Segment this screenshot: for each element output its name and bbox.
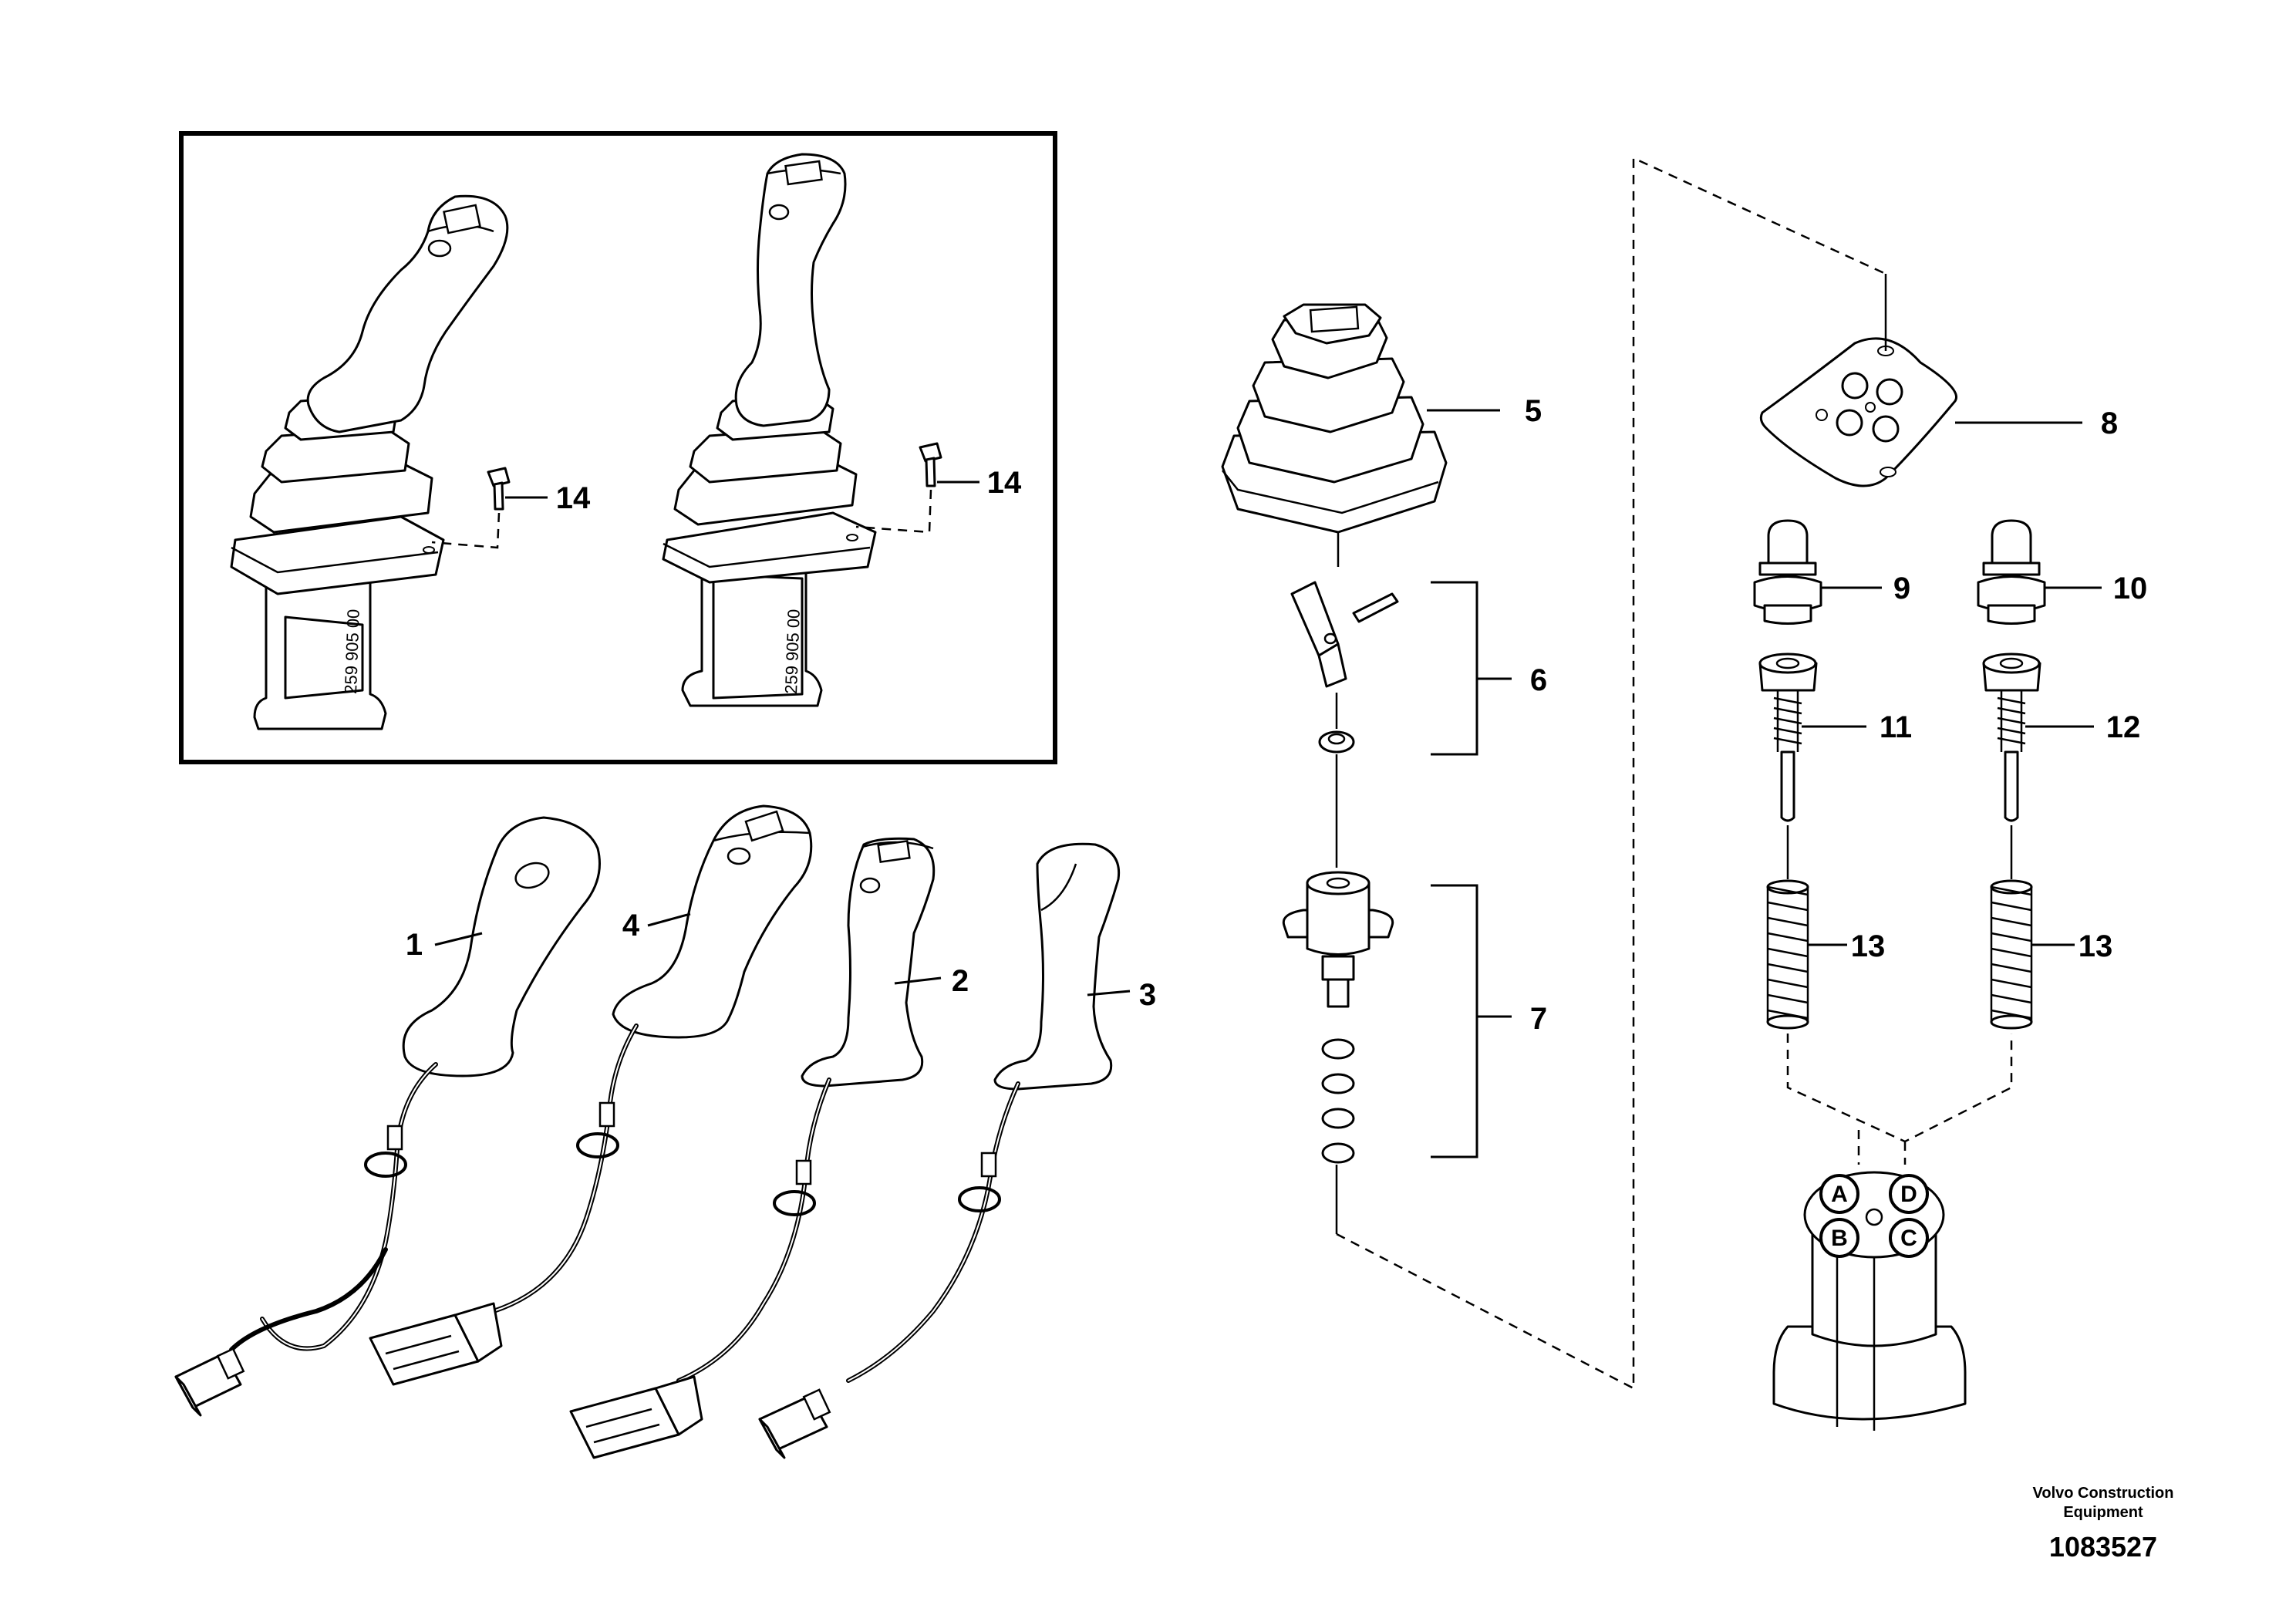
callout-13-left: 13 xyxy=(1851,929,1886,963)
handle-4 xyxy=(369,804,813,1386)
callout-3: 3 xyxy=(1139,978,1156,1012)
callout-14-right: 14 xyxy=(987,466,1022,500)
port-d-label: D xyxy=(1900,1182,1917,1207)
callout-4: 4 xyxy=(622,909,640,943)
plunger-9 xyxy=(1753,519,1822,625)
callout-12: 12 xyxy=(2106,710,2141,744)
valve-body: A D B C xyxy=(1772,1171,1967,1431)
inset-joystick-left: 259 905 00 xyxy=(230,194,511,730)
inset-box xyxy=(179,131,1057,764)
plate-8 xyxy=(1759,274,1957,487)
callout-9: 9 xyxy=(1893,572,1910,605)
spring-seat-11 xyxy=(1758,653,1818,822)
port-c-label: C xyxy=(1900,1226,1917,1251)
spring-13-right xyxy=(1990,879,2033,1030)
callout-labels: 1 4 2 3 5 6 7 8 9 10 11 12 13 13 14 14 xyxy=(406,394,2147,1036)
valve-7 xyxy=(1282,871,1394,1164)
boot-5 xyxy=(1221,303,1448,534)
callout-10: 10 xyxy=(2113,572,2148,605)
callout-6: 6 xyxy=(1530,663,1547,697)
company-name-line1: Volvo Construction xyxy=(2033,1485,2174,1502)
callout-7: 7 xyxy=(1530,1002,1547,1036)
lever-6 xyxy=(1290,581,1399,754)
callout-1: 1 xyxy=(406,928,423,962)
callout-14-left: 14 xyxy=(556,481,591,515)
handle-2 xyxy=(569,837,936,1459)
handle-1 xyxy=(174,816,601,1417)
guide-lines-springs xyxy=(1786,825,2013,879)
spring-13-left xyxy=(1766,879,1809,1030)
port-a-label: A xyxy=(1831,1182,1848,1207)
port-b-label: B xyxy=(1831,1226,1848,1251)
handle-3 xyxy=(758,842,1121,1459)
decal-label-left: 259 905 00 xyxy=(341,609,363,694)
spring-seat-12 xyxy=(1982,653,2041,822)
callout-5: 5 xyxy=(1525,394,1542,428)
callout-13-right: 13 xyxy=(2079,929,2113,963)
plunger-10 xyxy=(1977,519,2046,625)
bracket-6 xyxy=(1431,581,1512,756)
bracket-7 xyxy=(1431,884,1512,1158)
dashed-frame xyxy=(1336,157,1886,1391)
dashed-lines-ports xyxy=(1786,1034,2013,1165)
leader-lines xyxy=(434,409,2102,996)
footer: Volvo Construction Equipment 1083527 xyxy=(2033,1485,2174,1563)
callout-8: 8 xyxy=(2101,406,2118,440)
callout-11: 11 xyxy=(1880,710,1912,744)
callout-2: 2 xyxy=(952,964,969,998)
inset-joystick-right: 259 905 00 xyxy=(662,153,942,707)
drawing-number: 1083527 xyxy=(2049,1531,2157,1563)
decal-label-right: 259 905 00 xyxy=(781,609,804,694)
company-name-line2: Equipment xyxy=(2063,1504,2143,1521)
